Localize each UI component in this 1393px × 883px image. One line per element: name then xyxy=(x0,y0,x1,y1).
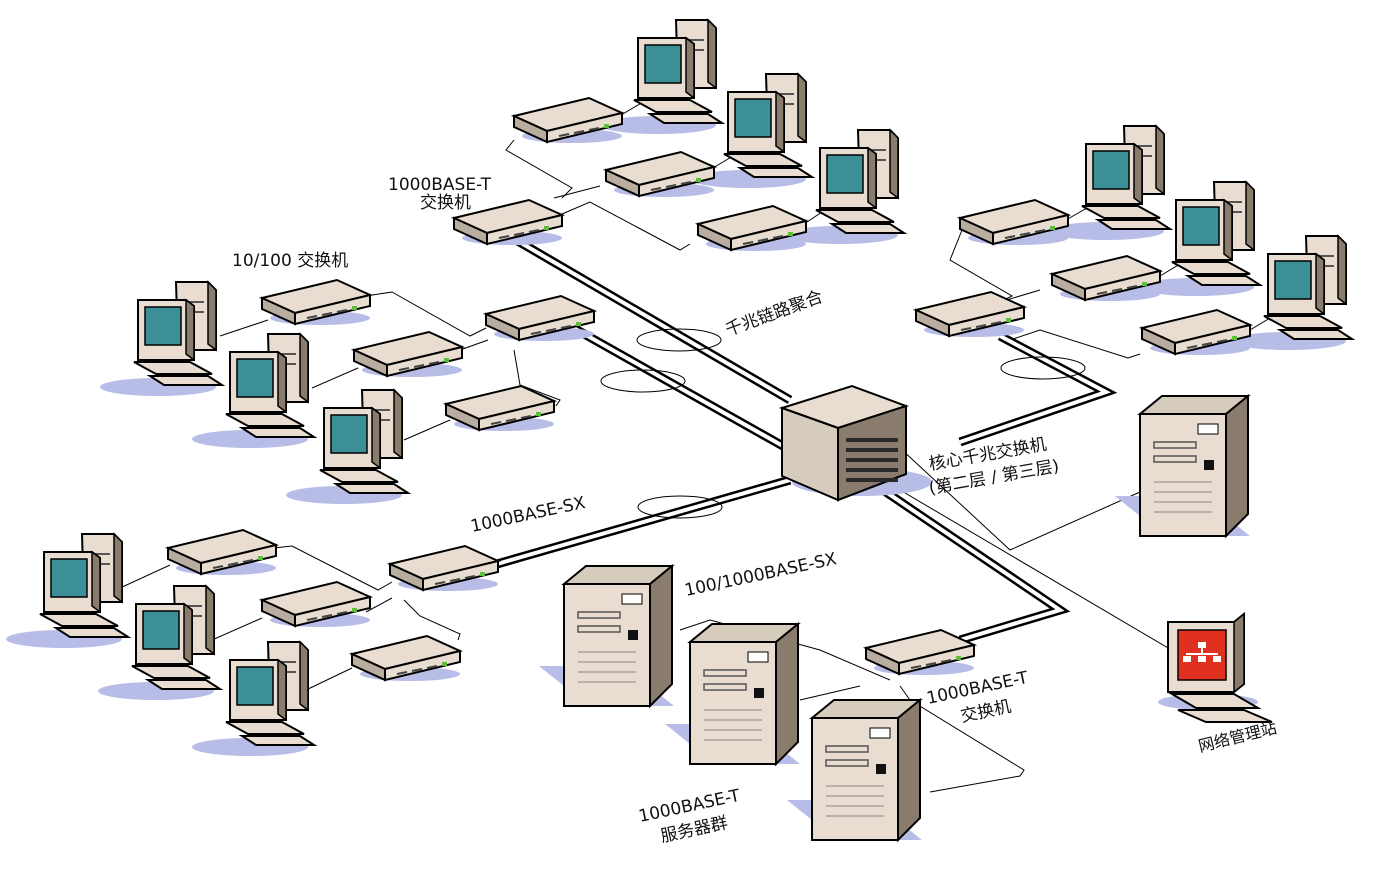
access-switch xyxy=(167,529,277,576)
top-switch-model-label: 1000BASE-T xyxy=(388,175,492,195)
fiber-links xyxy=(488,236,1118,645)
management-station-label: 网络管理站 xyxy=(1196,718,1278,756)
access-switch xyxy=(445,385,555,432)
workstation xyxy=(97,585,221,701)
cluster-server xyxy=(786,699,923,841)
gigabit-aggregation-label: 千兆链路聚合 xyxy=(723,287,826,341)
access-switch-label: 10/100 交换机 xyxy=(232,251,348,271)
workstation xyxy=(285,389,409,505)
server-uplink-label: 100/1000BASE-SX xyxy=(683,549,839,601)
cluster-server xyxy=(664,623,801,765)
access-switch xyxy=(959,199,1069,246)
access-switch xyxy=(1051,255,1161,302)
access-switch xyxy=(513,97,623,144)
fiber-uplink-switch xyxy=(389,545,499,592)
management-station xyxy=(1158,611,1273,723)
access-switch xyxy=(353,331,463,378)
top-switch-type-label: 交换机 xyxy=(420,193,471,213)
left-aggregation-switch xyxy=(485,295,595,342)
cluster-server xyxy=(538,565,675,707)
server-switch-type-label: 交换机 xyxy=(959,697,1013,727)
core-gigabit-switch xyxy=(778,384,932,502)
access-switch xyxy=(605,151,715,198)
access-switch xyxy=(261,581,371,628)
workstation xyxy=(191,641,315,757)
server-gigabit-switch xyxy=(865,629,975,676)
right-aggregation-switch xyxy=(915,291,1025,338)
access-switch xyxy=(351,635,461,682)
workstation xyxy=(191,333,315,449)
workstation xyxy=(5,533,129,649)
workstation xyxy=(99,281,223,397)
access-switch xyxy=(261,279,371,326)
access-switch xyxy=(1141,309,1251,356)
fiber-link-label: 1000BASE-SX xyxy=(469,493,588,537)
standalone-server xyxy=(1114,395,1251,537)
access-switch xyxy=(697,205,807,252)
